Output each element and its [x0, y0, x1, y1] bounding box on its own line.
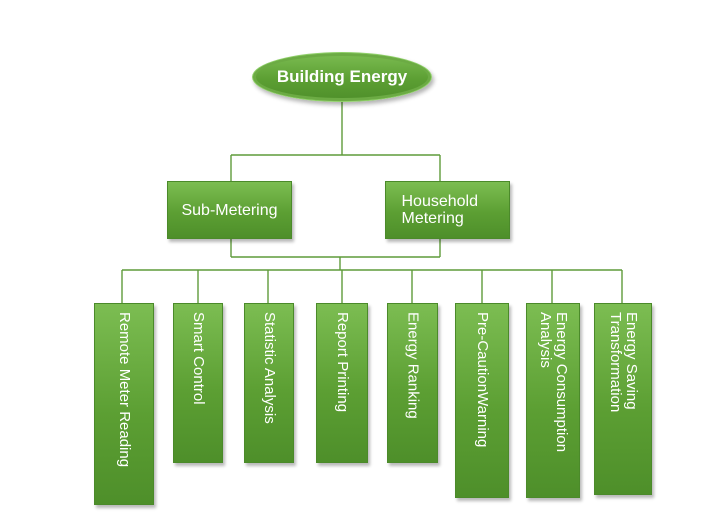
node-label: Household Metering	[401, 193, 479, 227]
node-label: Sub-Metering	[181, 201, 278, 219]
node-label: Remote Meter Reading	[116, 312, 133, 468]
node-energy-ranking: Energy Ranking	[387, 303, 438, 463]
node-label: Energy Ranking	[404, 312, 422, 419]
node-building-energy: Building Energy	[252, 52, 432, 102]
node-statistic-analysis: Statistic Analysis	[244, 303, 294, 463]
node-household-metering: Household Metering	[385, 181, 510, 239]
node-sub-metering: Sub-Metering	[167, 181, 292, 239]
node-label: Statistic Analysis	[261, 312, 278, 424]
node-label: Pre-CautionWarning	[474, 312, 491, 448]
node-pre-caution-warning: Pre-CautionWarning	[455, 303, 509, 498]
node-report-printing: Report Printing	[316, 303, 368, 463]
node-remote-meter-reading: Remote Meter Reading	[94, 303, 154, 505]
node-energy-saving-transformation: Energy Saving Transformation	[594, 303, 652, 495]
node-energy-consumption-analysis: Energy Consumption Analysis	[526, 303, 580, 498]
node-label: Energy Saving Transformation	[607, 312, 640, 413]
node-label: Building Energy	[276, 67, 408, 86]
node-label: Smart Control	[190, 312, 207, 405]
node-label: Energy Consumption Analysis	[537, 312, 570, 453]
node-label: Report Printing	[334, 312, 351, 413]
node-smart-control: Smart Control	[173, 303, 223, 463]
